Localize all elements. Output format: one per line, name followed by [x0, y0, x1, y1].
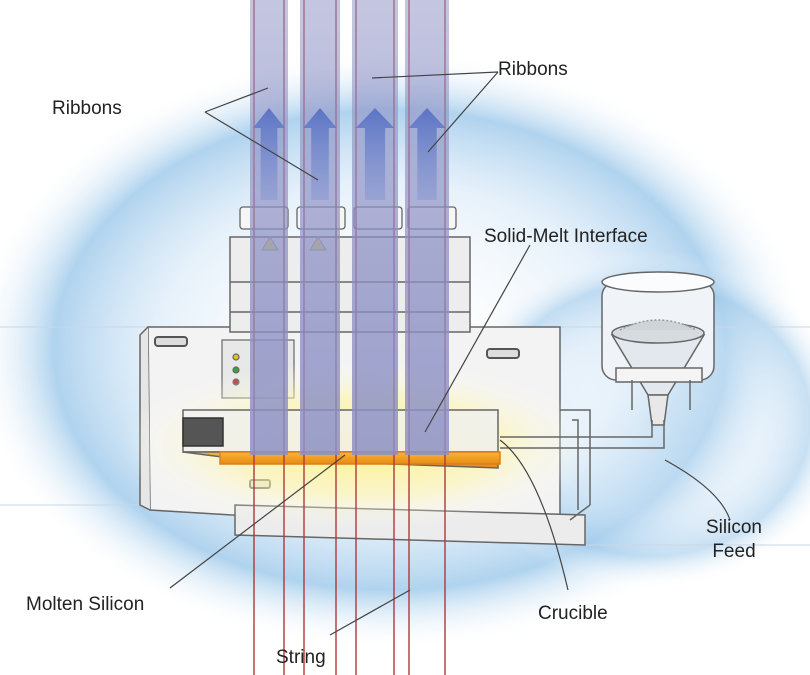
- arrow-up-icon: [355, 108, 395, 200]
- label-string: String: [276, 647, 326, 668]
- arrow-up-icon: [253, 108, 285, 200]
- arrow-up-icon: [303, 108, 337, 200]
- arrow-up-icon: [408, 108, 446, 200]
- label-ribbons-right: Ribbons: [498, 59, 568, 80]
- label-crucible: Crucible: [538, 603, 608, 624]
- ribbon-band: [405, 0, 449, 455]
- ribbon-band: [352, 0, 398, 455]
- feed-pipe: [500, 409, 665, 521]
- ribbon-band: [300, 0, 340, 455]
- crucible-chamber: [182, 409, 501, 469]
- leader-lines: [169, 71, 731, 636]
- label-molten-silicon: Molten Silicon: [26, 594, 145, 615]
- label-silicon-feed: Silicon Feed: [706, 517, 762, 562]
- ribbon-band: [250, 0, 288, 455]
- label-ribbons-left: Ribbons: [52, 98, 122, 119]
- silicon-feed-hopper: [601, 271, 715, 426]
- label-solid-melt-interface: Solid-Melt Interface: [484, 226, 648, 247]
